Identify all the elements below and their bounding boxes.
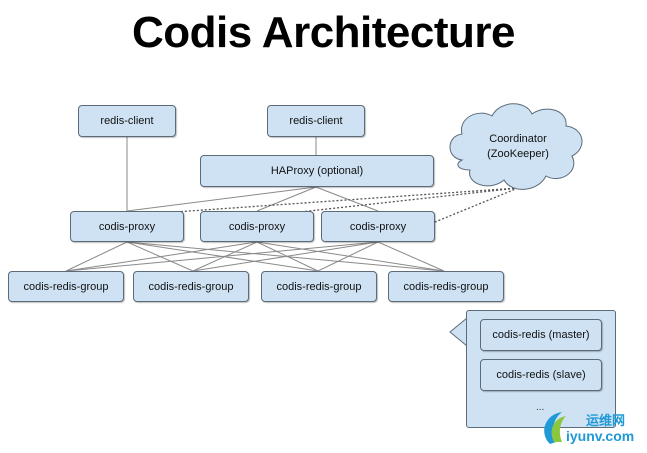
coordinator-cloud-icon <box>449 103 583 190</box>
codis-proxy-box: codis-proxy <box>70 211 184 242</box>
codis-proxy-label: codis-proxy <box>228 220 286 233</box>
codis-redis-group-box: codis-redis-group <box>133 271 249 302</box>
coordinator-title: Coordinator <box>489 133 547 145</box>
redis-client-box: redis-client <box>267 105 365 137</box>
coordinator-link <box>434 187 519 223</box>
redis-slave-label: codis-redis (slave) <box>496 369 586 381</box>
codis-redis-group-label: codis-redis-group <box>148 280 234 293</box>
codis-redis-group-label: codis-redis-group <box>403 280 489 293</box>
haproxy-to-proxy-line <box>315 186 379 212</box>
coordinator-label: Coordinator (ZooKeeper) <box>462 132 574 162</box>
callout-pointer <box>449 317 468 347</box>
codis-redis-group-box: codis-redis-group <box>261 271 377 302</box>
codis-proxy-label: codis-proxy <box>98 220 156 233</box>
coordinator-subtitle: (ZooKeeper) <box>487 148 549 160</box>
codis-redis-group-box: codis-redis-group <box>388 271 504 302</box>
watermark-chinese: 运维网 <box>586 414 626 429</box>
watermark-logo-icon <box>544 412 566 444</box>
redis-client-label: redis-client <box>100 115 154 127</box>
redis-client-label: redis-client <box>289 115 343 127</box>
coordinator-link <box>299 187 519 213</box>
coordinator-link <box>174 187 519 213</box>
redis-master-label: codis-redis (master) <box>492 329 590 341</box>
haproxy-box: HAProxy (optional) <box>200 155 434 187</box>
diagram-title: Codis Architecture <box>131 8 516 57</box>
redis-client-box: redis-client <box>78 105 176 137</box>
haproxy-to-proxy-line <box>126 186 317 212</box>
redis-slave-box: codis-redis (slave) <box>480 359 602 391</box>
redis-master-box: codis-redis (master) <box>480 319 602 351</box>
codis-redis-group-box: codis-redis-group <box>8 271 124 302</box>
codis-proxy-label: codis-proxy <box>349 220 407 233</box>
codis-proxy-box: codis-proxy <box>200 211 314 242</box>
codis-proxy-box: codis-proxy <box>321 211 435 242</box>
codis-redis-group-label: codis-redis-group <box>276 280 362 293</box>
haproxy-label: HAProxy (optional) <box>270 165 364 177</box>
haproxy-to-proxy-line <box>256 186 317 212</box>
codis-redis-group-label: codis-redis-group <box>23 280 109 293</box>
more-instances-ellipsis: ... <box>536 402 545 413</box>
group-detail-callout: codis-redis (master) codis-redis (slave) <box>466 310 616 428</box>
watermark-domain: iyunv.com <box>566 428 635 444</box>
